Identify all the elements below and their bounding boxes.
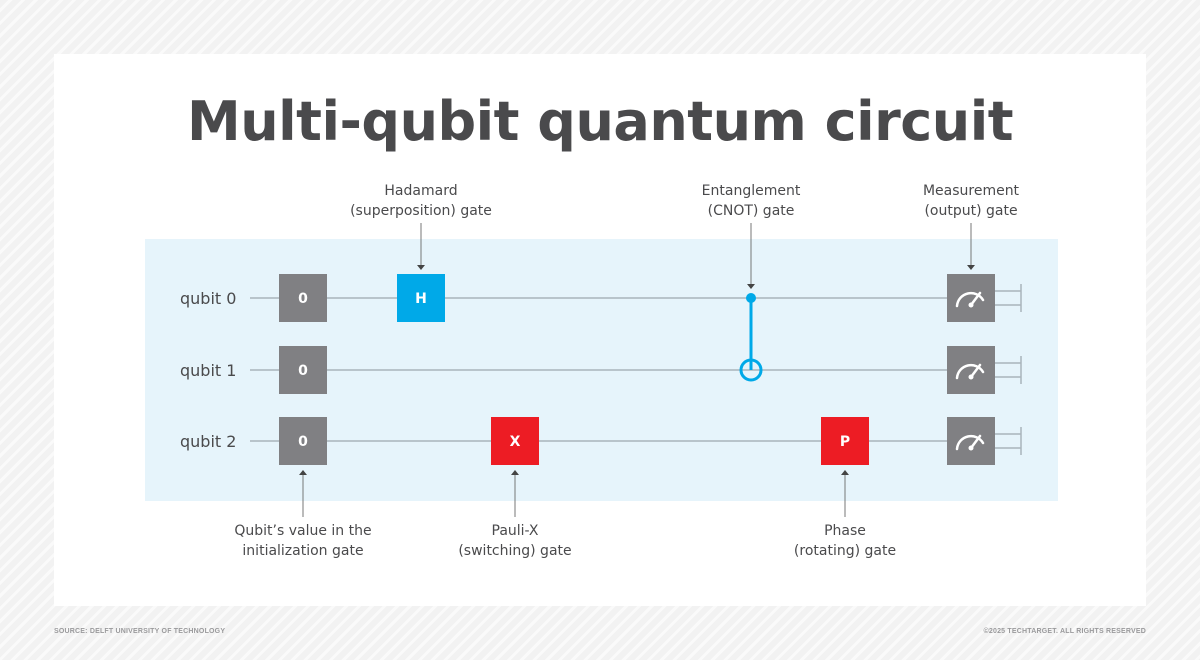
cnot-label-line1: Entanglement: [702, 183, 801, 199]
pauli-x-label-line1: Pauli-X: [492, 523, 539, 539]
svg-text:P: P: [840, 434, 850, 450]
source-note: SOURCE: DELFT UNIVERSITY OF TECHNOLOGY: [54, 628, 226, 635]
measurement-gate-2: [947, 417, 995, 465]
init-gate-1: 0: [279, 346, 327, 394]
annotation-arrows: [299, 223, 975, 517]
hadamard-gate: H: [397, 274, 445, 322]
pauli-x-label-line2: (switching) gate: [458, 543, 571, 559]
classical-outputs: [995, 284, 1022, 455]
page-title: Multi-qubit quantum circuit: [186, 90, 1014, 153]
hadamard-label-line1: Hadamard: [384, 183, 457, 199]
init-label-line1: Qubit’s value in the: [234, 523, 371, 539]
cnot-gate: [739, 293, 763, 382]
svg-text:H: H: [415, 291, 427, 307]
qubit-label-2: qubit 2: [180, 432, 236, 451]
measurement-label-line1: Measurement: [923, 183, 1020, 199]
init-label-line2: initialization gate: [242, 543, 363, 559]
copyright-note: ©2025 TECHTARGET. ALL RIGHTS RESERVED: [983, 628, 1146, 635]
qubit-label-1: qubit 1: [180, 361, 236, 380]
init-gate-2: 0: [279, 417, 327, 465]
pauli-x-gate: X: [491, 417, 539, 465]
svg-text:0: 0: [298, 434, 308, 450]
svg-text:0: 0: [298, 291, 308, 307]
svg-text:X: X: [510, 434, 521, 450]
hadamard-label-line2: (superposition) gate: [350, 203, 492, 219]
qubit-label-0: qubit 0: [180, 289, 236, 308]
measurement-label-line2: (output) gate: [924, 203, 1017, 219]
svg-text:0: 0: [298, 363, 308, 379]
cnot-control-dot: [746, 293, 756, 303]
init-gate-0: 0: [279, 274, 327, 322]
cnot-target-circle: [739, 358, 763, 382]
measurement-gate-0: [947, 274, 995, 322]
phase-label-line2: (rotating) gate: [794, 543, 896, 559]
phase-gate: P: [821, 417, 869, 465]
cnot-label-line2: (CNOT) gate: [708, 203, 795, 219]
measurement-gate-1: [947, 346, 995, 394]
phase-label-line1: Phase: [824, 523, 866, 539]
